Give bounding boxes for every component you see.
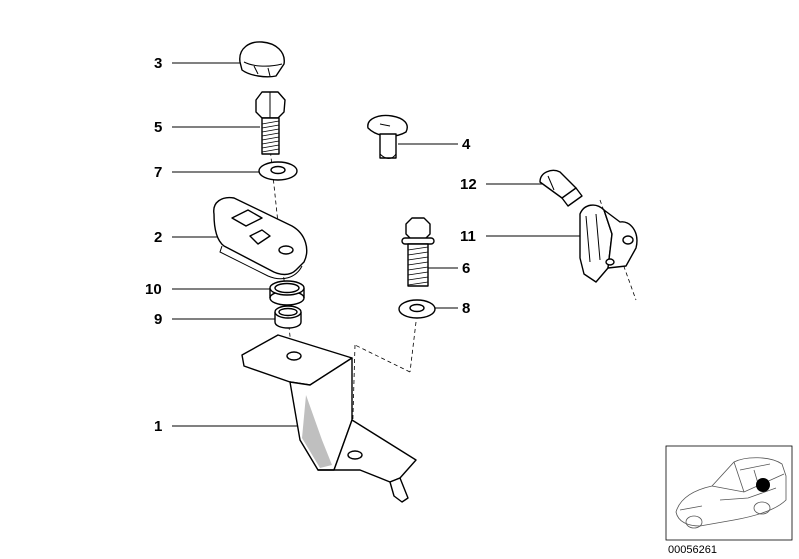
callout-12: 12	[460, 176, 477, 193]
callout-7: 7	[154, 164, 162, 181]
callout-8: 8	[462, 300, 470, 317]
part-3-cap	[239, 41, 285, 78]
part-4-rivet	[367, 114, 408, 159]
part-5-bolt	[255, 91, 286, 155]
callout-3: 3	[154, 55, 162, 72]
part-7-washer	[258, 161, 298, 181]
callout-1: 1	[154, 418, 162, 435]
callout-labels: 3 5 7 2 10 9 1 4 12 11 6 8	[145, 55, 477, 435]
part-2-bracket	[213, 196, 308, 280]
reference-number: 00056261	[668, 544, 717, 556]
vehicle-thumbnail	[665, 445, 793, 541]
part-9-bushing	[274, 305, 302, 329]
callout-4: 4	[462, 136, 471, 153]
part-11-hinge	[579, 204, 638, 283]
car-outline	[675, 457, 787, 529]
part-8-washer	[398, 299, 436, 319]
part-6-bolt	[401, 217, 435, 287]
part-1-support	[241, 334, 417, 503]
part-12-screw	[539, 169, 583, 207]
callout-10: 10	[145, 281, 162, 298]
callout-6: 6	[462, 260, 470, 277]
callout-2: 2	[154, 229, 162, 246]
callout-11: 11	[460, 228, 476, 245]
callout-5: 5	[154, 119, 162, 136]
callout-9: 9	[154, 311, 162, 328]
location-marker-icon	[756, 478, 770, 492]
part-10-sleeve	[269, 280, 305, 306]
leader-lines	[172, 62, 580, 427]
